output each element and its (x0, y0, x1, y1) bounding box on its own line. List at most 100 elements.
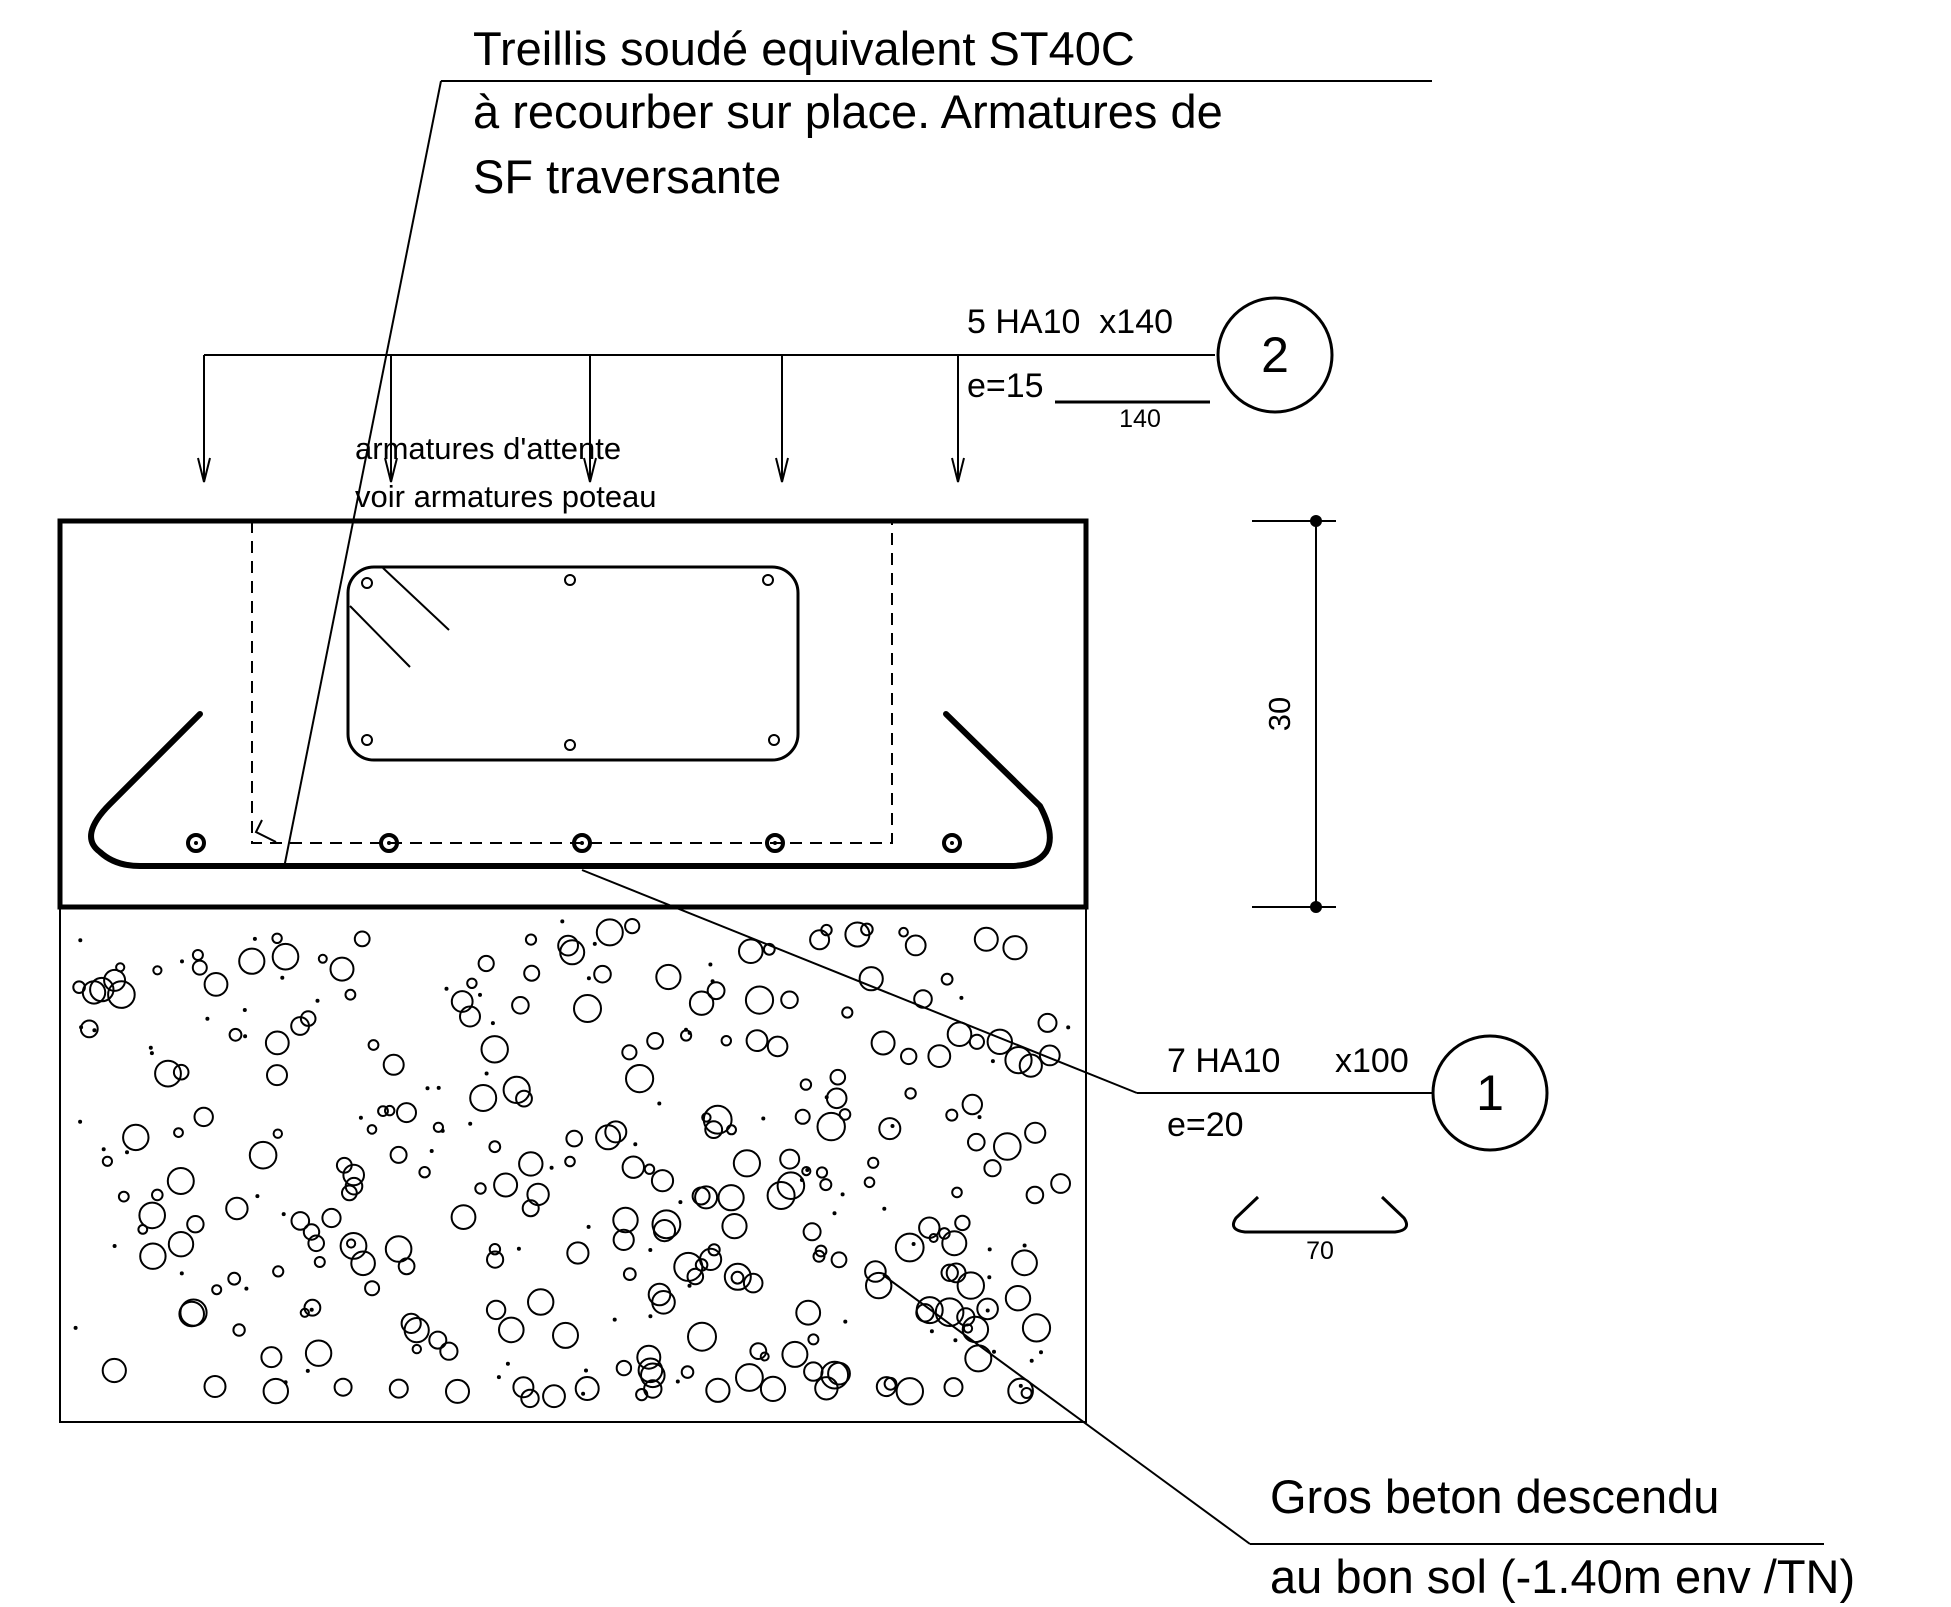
aggregate-stone (342, 1163, 366, 1187)
aggregate-stone (346, 1238, 357, 1249)
aggregate-stone (830, 1251, 848, 1269)
rebar-mark-1-callout: 1 7 HA10 x100 e=20 70 (581, 869, 1549, 1265)
aggregate-stone (493, 1172, 519, 1198)
aggregate-stone (403, 1317, 430, 1344)
aggregate-stone (717, 1184, 745, 1212)
mark-1-designation-bars: 7 HA10 (1167, 1042, 1280, 1080)
aggregate-stone (976, 1297, 999, 1321)
aggregate-stone (264, 1030, 290, 1056)
height-dimension-value: 30 (1262, 697, 1297, 731)
aggregate-stone (309, 1307, 314, 1312)
aggregate-stone (687, 1030, 692, 1035)
aggregate-stone (863, 1176, 876, 1189)
aggregate-stone (802, 1222, 822, 1242)
aggregate-stone (595, 1124, 622, 1151)
aggregate-stone (943, 1377, 964, 1398)
aggregate-stone (317, 953, 328, 964)
aggregate-stone (749, 1342, 768, 1360)
aggregate-stone (344, 988, 357, 1001)
aggregate-stone (612, 1228, 635, 1252)
aggregate-stone (78, 1119, 83, 1124)
aggregate-stone (512, 1376, 535, 1399)
aggregate-stone (1011, 1249, 1038, 1277)
mesh-note-leader (283, 80, 442, 869)
aggregate-stone (838, 1108, 852, 1121)
aggregate-stone (364, 1280, 381, 1297)
aggregate-stone (411, 1343, 422, 1355)
aggregate-stone (303, 1298, 322, 1317)
aggregate-stone (898, 926, 909, 938)
aggregate-stone (167, 1231, 195, 1258)
aggregate-stone (870, 1030, 896, 1056)
aggregate-stone (149, 1051, 154, 1056)
aggregate-stone (486, 1250, 505, 1269)
aggregate-stone (820, 1360, 850, 1390)
aggregate-stone (832, 1211, 837, 1216)
aggregate-stone (865, 1271, 893, 1300)
aggregate-stone (418, 1166, 431, 1179)
mark-1-bar-shape (1232, 1195, 1408, 1234)
mark-2-bubble (1216, 296, 1334, 414)
aggregate-stone (480, 1035, 509, 1064)
aggregate-stone (1025, 1185, 1045, 1205)
column-cage-bars (361, 574, 780, 751)
aggregate-stone (622, 1267, 637, 1281)
aggregate-stone (125, 1150, 129, 1155)
aggregate-stone (1039, 1350, 1043, 1355)
aggregate-stone (1038, 1044, 1061, 1067)
aggregate-stone (651, 1209, 682, 1240)
aggregate-stone (686, 1267, 705, 1286)
aggregate-stone (388, 1378, 409, 1399)
lean-concrete-line2: au bon sol (-1.40m env /TN) (1270, 1550, 1855, 1603)
aggregate-stone (523, 964, 541, 982)
main-u-bar (88, 711, 1053, 869)
aggregate-stone (445, 1378, 470, 1404)
aggregate-stone (524, 933, 538, 946)
aggregate-stone (621, 1044, 638, 1061)
aggregate-stone (593, 964, 612, 984)
aggregate-stone (205, 1016, 210, 1021)
column-cage (346, 565, 800, 762)
aggregate-stone (900, 1047, 918, 1066)
aggregate-stone (801, 1166, 812, 1177)
aggregate-stone (203, 1375, 227, 1398)
aggregate-stone (92, 1028, 97, 1033)
aggregate-stone (648, 1248, 653, 1252)
aggregate-stone (803, 1361, 824, 1382)
aggregate-stone (313, 1256, 326, 1268)
aggregate-stone (459, 1005, 481, 1028)
aggregate-stone (1007, 1377, 1034, 1405)
aggregate-stone (688, 990, 715, 1016)
aggregate-stone (977, 1115, 982, 1120)
aggregate-stone (1004, 1285, 1032, 1312)
aggregate-stone (812, 1249, 826, 1263)
aggregate-stone (468, 1121, 473, 1126)
column-cage-hook-1 (382, 567, 450, 631)
aggregate-stone (225, 1196, 249, 1221)
aggregate-stone (592, 941, 597, 946)
aggregate-stone (781, 1340, 809, 1368)
aggregate-stone (894, 1232, 925, 1263)
starter-bars-note: armatures d'attente voir armatures potea… (355, 431, 657, 514)
aggregate-stone (586, 1224, 591, 1229)
aggregate-stone (396, 1102, 417, 1124)
aggregate-stone (384, 1104, 396, 1117)
aggregate-stone (191, 949, 204, 961)
aggregate-stone (776, 1171, 806, 1200)
aggregate-stone (566, 1241, 590, 1265)
aggregate-stone (992, 1349, 996, 1354)
mark-1-shape-dimension: 70 (1306, 1237, 1334, 1265)
aggregate-stone (651, 1290, 676, 1315)
aggregate-stone (744, 985, 775, 1015)
aggregate-stone (987, 1247, 992, 1252)
aggregate-stone (738, 938, 764, 965)
aggregate-stone (299, 1010, 317, 1027)
aggregate-stone (962, 1323, 974, 1334)
aggregate-stone (1050, 1173, 1071, 1194)
aggregate-stone (527, 1288, 555, 1316)
aggregate-stone (951, 1186, 963, 1199)
aggregate-stone (339, 1232, 368, 1260)
aggregate-stone (542, 1384, 566, 1409)
aggregate-stone (987, 1275, 992, 1280)
aggregate-stone (867, 1156, 880, 1169)
